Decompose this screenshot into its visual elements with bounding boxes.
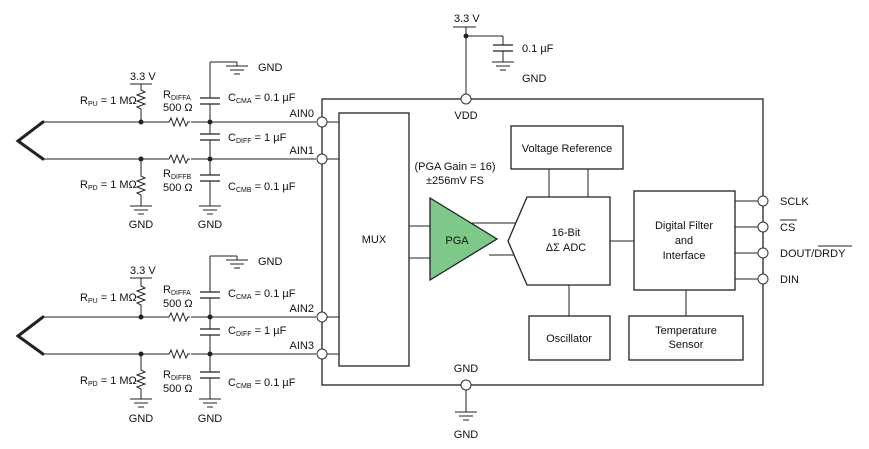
cmb-label-2: CCMB = 0.1 µF [228,377,296,390]
cma-label-1: CCMA = 0.1 µF [228,92,296,105]
vdd-supply: 3.3 V 0.1 µF GND VDD [453,13,554,122]
gnd-label-rpd-1: GND [129,219,154,231]
ain2-pin [316,311,328,323]
ic-outline [321,98,764,386]
ain2-label: AIN2 [290,303,314,315]
adc-block [507,196,611,286]
cs-label: CS [780,222,795,234]
cs-pin [757,221,769,233]
digital-filter-label-2: and [675,235,693,247]
gnd-label-cma-top-2: GND [258,256,283,268]
rdiffa-label-1: RDIFFA [163,89,191,102]
dout-drdy-label: DOUT/DRDY [780,248,846,260]
ain0-label: AIN0 [290,108,314,120]
thermocouple-2 [15,315,45,356]
digital-pins: SCLK CS DOUT/DRDY DIN [735,195,852,286]
rpu-label-1: RPU = 1 MΩ [80,95,137,108]
ain3-pin [316,348,328,360]
rdiffb-value-2: 500 Ω [163,383,193,395]
rdiffb-label-1: RDIFFB [163,168,192,181]
voltage-reference-label: Voltage Reference [522,143,613,155]
rdiffa-value-1: 500 Ω [163,102,193,114]
ain3-label: AIN3 [290,340,314,352]
sclk-label: SCLK [780,196,809,208]
gnd-label-cmb-2: GND [198,413,223,425]
pga-fs-note: ±256mV FS [426,175,484,187]
cmb-label-1: CCMB = 0.1 µF [228,181,296,194]
input-network-1: AIN0 AIN1 3.3 V RPU = 1 MΩ GND RPD = 1 M… [15,61,339,231]
cdiff-label-2: CDIFF = 1 µF [228,325,287,338]
ain1-pin [316,153,328,165]
oscillator-block [528,315,611,361]
ain0-pin [316,116,328,128]
input-network-2: AIN2 AIN3 3.3 V RPU = 1 MΩ GND RPD = 1 M… [15,255,339,425]
gnd-pin [460,379,472,391]
vdd-top-label: 3.3 V [454,13,480,25]
temperature-sensor-label-1: Temperature [655,325,717,337]
digital-filter-label-3: Interface [663,250,706,262]
din-pin [757,273,769,285]
rdiffa-value-2: 500 Ω [163,298,193,310]
pga-amplifier [429,196,499,282]
pga-gain-note: (PGA Gain = 16) [414,161,495,173]
sclk-pin [757,195,769,207]
rpd-label-2: RPD = 1 MΩ [80,375,137,388]
vdd-pin-label: VDD [454,110,477,122]
digital-filter-block [633,190,736,291]
gnd-pin-label: GND [454,363,479,375]
temperature-sensor-block [628,315,744,361]
pga-label: PGA [445,235,469,247]
vdd-pin [460,93,472,105]
rpu-label-2: RPU = 1 MΩ [80,292,137,305]
decoupling-cap-label: 0.1 µF [522,43,554,55]
gnd-label-rpd-2: GND [129,413,154,425]
v33-label-2: 3.3 V [130,265,156,277]
din-label: DIN [780,274,799,286]
rpd-label-1: RPD = 1 MΩ [80,179,137,192]
adc-label-2: ΔΣ ADC [546,242,586,254]
gnd-label-cma-top-1: GND [258,62,283,74]
gnd-supply: GND GND [454,363,479,441]
dout-drdy-pin [757,247,769,259]
ain1-label: AIN1 [290,145,314,157]
decoupling-gnd-label: GND [522,73,547,85]
mux-label: MUX [362,234,387,246]
oscillator-label: Oscillator [546,333,592,345]
v33-label-1: 3.3 V [130,71,156,83]
rdiffb-label-2: RDIFFB [163,369,192,382]
adc-label-1: 16-Bit [552,227,581,239]
thermocouple-1 [15,120,45,161]
rdiffb-value-1: 500 Ω [163,182,193,194]
cma-label-2: CCMA = 0.1 µF [228,288,296,301]
gnd-label-cmb-1: GND [198,219,223,231]
digital-filter-label-1: Digital Filter [655,220,713,232]
mux-block [338,112,410,367]
gnd-bottom-label: GND [454,429,479,441]
cdiff-label-1: CDIFF = 1 µF [228,132,287,145]
voltage-reference-block [510,125,624,170]
rdiffa-label-2: RDIFFA [163,284,191,297]
temperature-sensor-label-2: Sensor [669,339,704,351]
